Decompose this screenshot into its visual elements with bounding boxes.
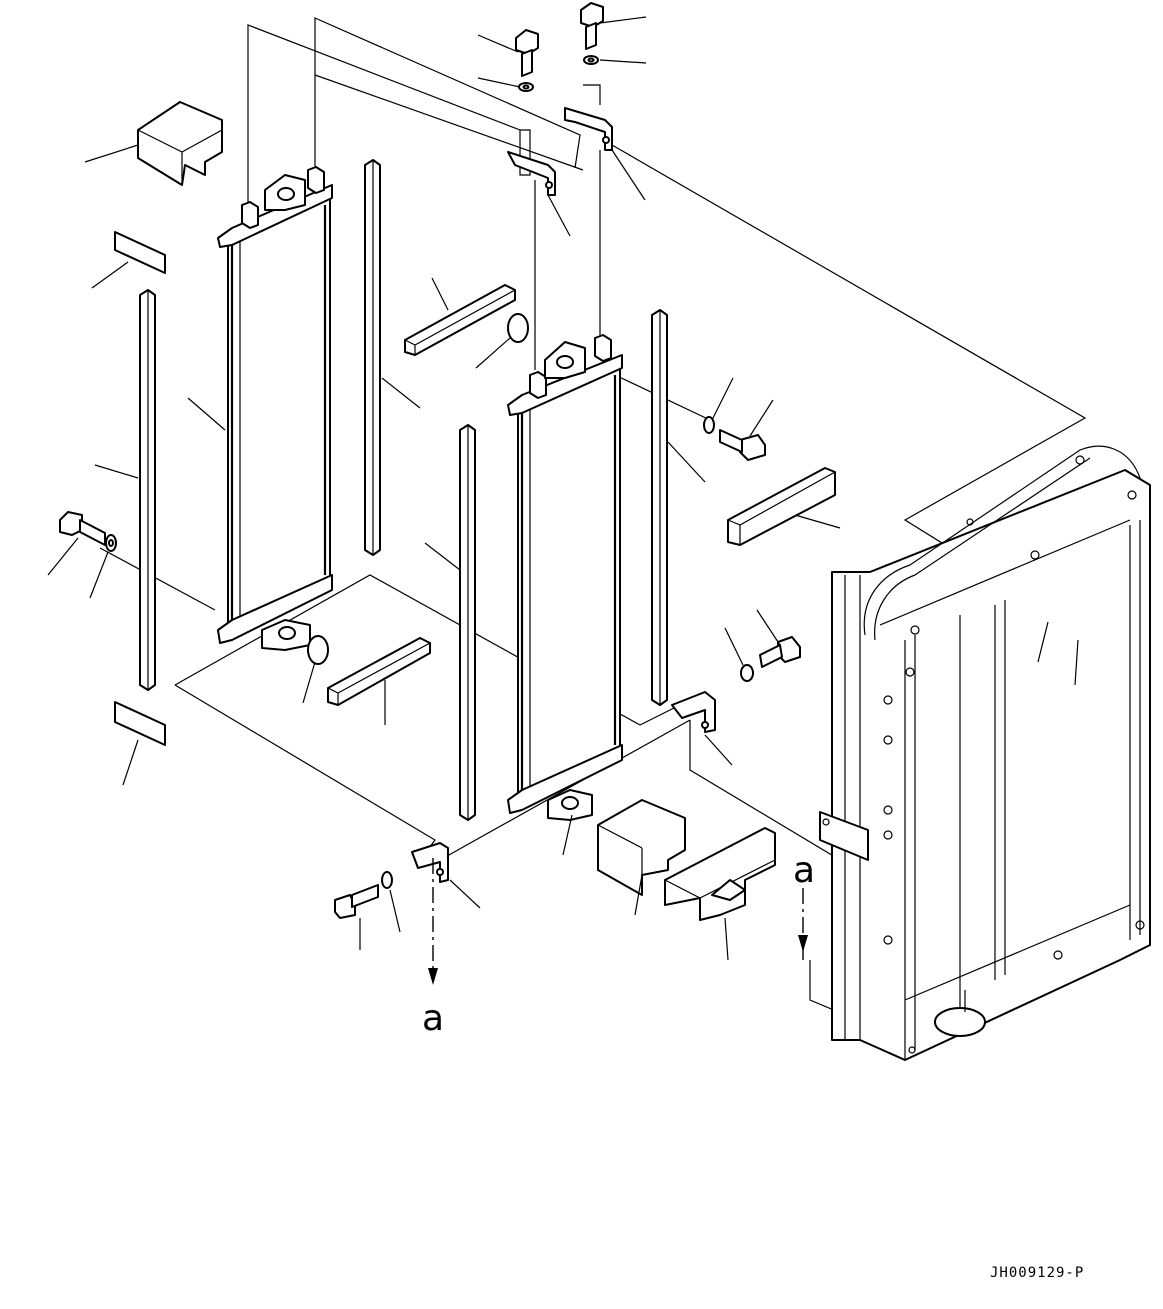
view-arrow-label-right: a (793, 850, 815, 891)
drawing-code: JH009129-P (990, 1265, 1084, 1281)
radiator-core-left (217, 166, 333, 651)
rubber-mounts (137, 101, 776, 921)
radiator-core-right (507, 334, 623, 821)
seal-pads (114, 231, 529, 746)
view-arrow-label-left: a (422, 998, 444, 1039)
seal-strips-vertical (139, 159, 668, 821)
view-arrow-left: a (422, 858, 444, 1039)
mounting-brackets (411, 107, 716, 883)
view-arrow-right: a (793, 850, 815, 960)
frame-bolt-holes (883, 455, 1145, 1054)
callout-leader-lines (47, 16, 1079, 961)
radiator-frame-assembly (819, 445, 1151, 1061)
seal-strips-short (327, 284, 836, 706)
